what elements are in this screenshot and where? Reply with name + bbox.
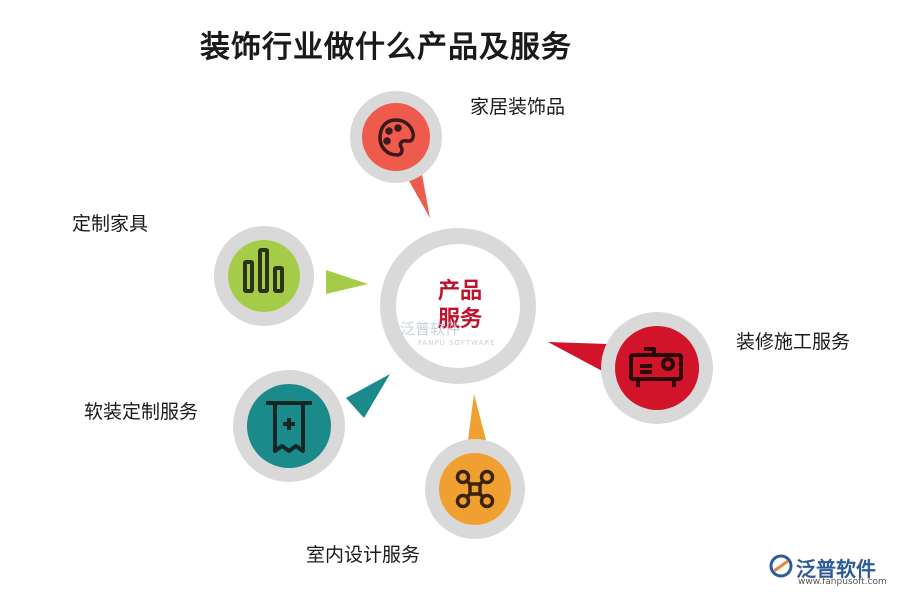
brand-logo-url: www.fanpusoft.com [798,577,887,587]
brand-logo-text: 泛普软件 [796,557,876,581]
projector-icon [629,347,683,387]
node-custom-furniture [214,226,314,326]
palette-icon [378,118,415,157]
node-construction [601,312,713,424]
label-soft-furnishing: 软装定制服务 [84,401,199,423]
page-title: 装饰行业做什么产品及服务 [200,30,572,65]
brand-logo: 泛普软件 www.fanpusoft.com [768,553,887,587]
pointer-custom-furniture [326,270,368,294]
bar-chart-icon [243,248,284,293]
node-home-decor [350,91,442,183]
receipt-icon [266,401,312,453]
center-label-line1: 产品 [437,279,482,304]
label-custom-furniture: 定制家具 [72,213,149,235]
watermark-sub: FANPU SOFTWARE [418,339,496,347]
node-interior-design [425,439,525,539]
drone-icon [455,469,495,509]
watermark-text: 泛普软件 [400,320,461,338]
pointer-soft-furnishing [346,374,390,418]
pointer-construction [548,342,608,372]
center-node [380,228,536,384]
label-construction: 装修施工服务 [736,331,851,353]
node-soft-furnishing [233,370,345,482]
fanpu-logo-icon [769,554,793,578]
label-interior-design: 室内设计服务 [306,544,421,566]
label-home-decor: 家居装饰品 [470,96,566,118]
pointer-interior-design [468,394,486,440]
watermark: 泛普软件 FANPU SOFTWARE [400,318,496,347]
center-label-line2: 服务 [437,307,482,332]
center-label: 产品 服务 [400,278,520,334]
